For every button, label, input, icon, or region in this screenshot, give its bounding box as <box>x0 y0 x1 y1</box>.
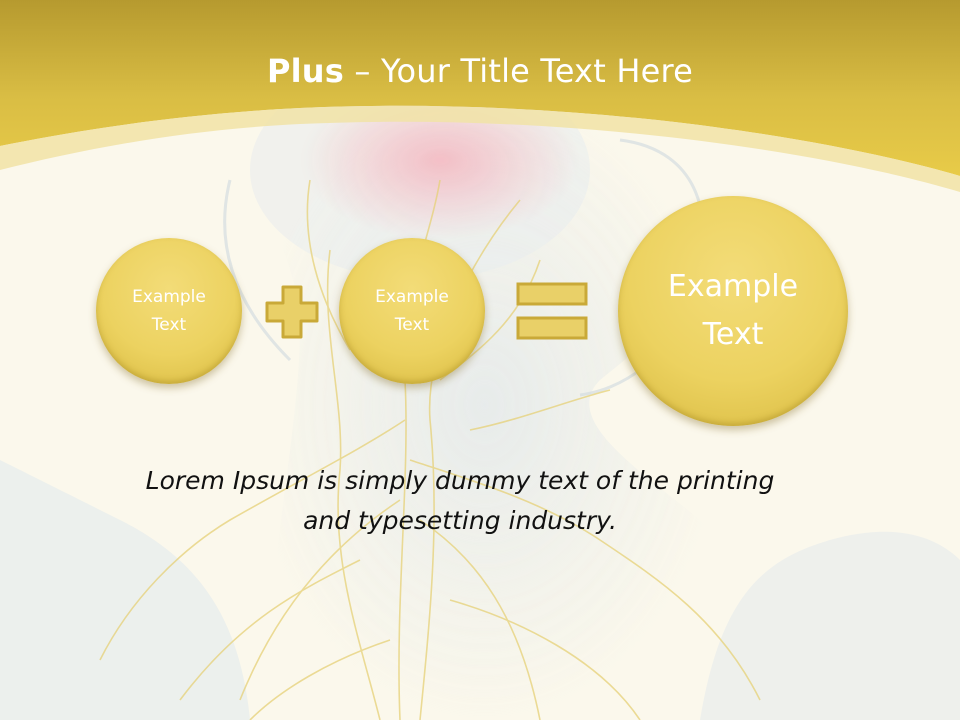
circle-2-line1: Example <box>375 287 449 307</box>
title-bold: Plus <box>266 52 345 90</box>
circle-1-line2: Text <box>151 315 187 335</box>
slide-title: Plus – Your Title Text Here <box>0 52 960 90</box>
circle-3-line1: Example <box>667 269 799 304</box>
circle-1-text: Example Text <box>132 283 206 339</box>
body-text-line1: Lorem Ipsum is simply dummy text of the … <box>145 466 775 495</box>
circle-2-text: Example Text <box>375 283 449 339</box>
nerve-lines <box>99 179 761 720</box>
circle-2-line2: Text <box>394 315 430 335</box>
body-text: Lorem Ipsum is simply dummy text of the … <box>100 461 820 541</box>
plus-icon <box>265 285 319 339</box>
circle-3-line2: Text <box>702 317 764 352</box>
equals-icon <box>516 282 588 340</box>
body-text-line2: and typesetting industry. <box>303 506 617 535</box>
circle-1-line1: Example <box>132 287 206 307</box>
example-circle-result: Example Text <box>618 196 848 426</box>
example-circle-2: Example Text <box>339 238 485 384</box>
header-band <box>0 0 960 192</box>
example-circle-1: Example Text <box>96 238 242 384</box>
circle-3-text: Example Text <box>668 263 798 359</box>
title-rest: – Your Title Text Here <box>344 52 694 90</box>
